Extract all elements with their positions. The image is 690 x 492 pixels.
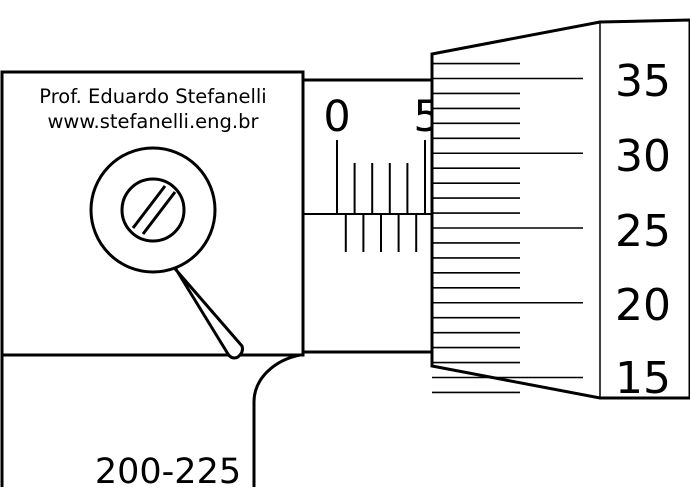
sleeve [300, 78, 434, 354]
lever-handle [168, 261, 244, 360]
frame-outline [2, 353, 301, 487]
thimble-label-25: 25 [615, 206, 671, 257]
sleeve-label-0: 0 [323, 92, 350, 142]
screw-slot [131, 185, 167, 229]
author-credit: Prof. Eduardo Stefanelli [39, 85, 266, 108]
website-credit: www.stefanelli.eng.br [47, 110, 259, 133]
range-label: 200-225 [95, 452, 241, 487]
thimble-scale [432, 62, 583, 394]
thimble-label-20: 20 [615, 280, 671, 331]
thimble-label-15: 15 [615, 353, 671, 404]
lock-lever [89, 146, 244, 360]
frame [0, 70, 305, 487]
thimble [430, 18, 690, 400]
thimble-label-30: 30 [615, 131, 671, 182]
lock-screw [120, 177, 186, 243]
thimble-label-35: 35 [615, 56, 671, 107]
sleeve-scale [336, 140, 426, 252]
